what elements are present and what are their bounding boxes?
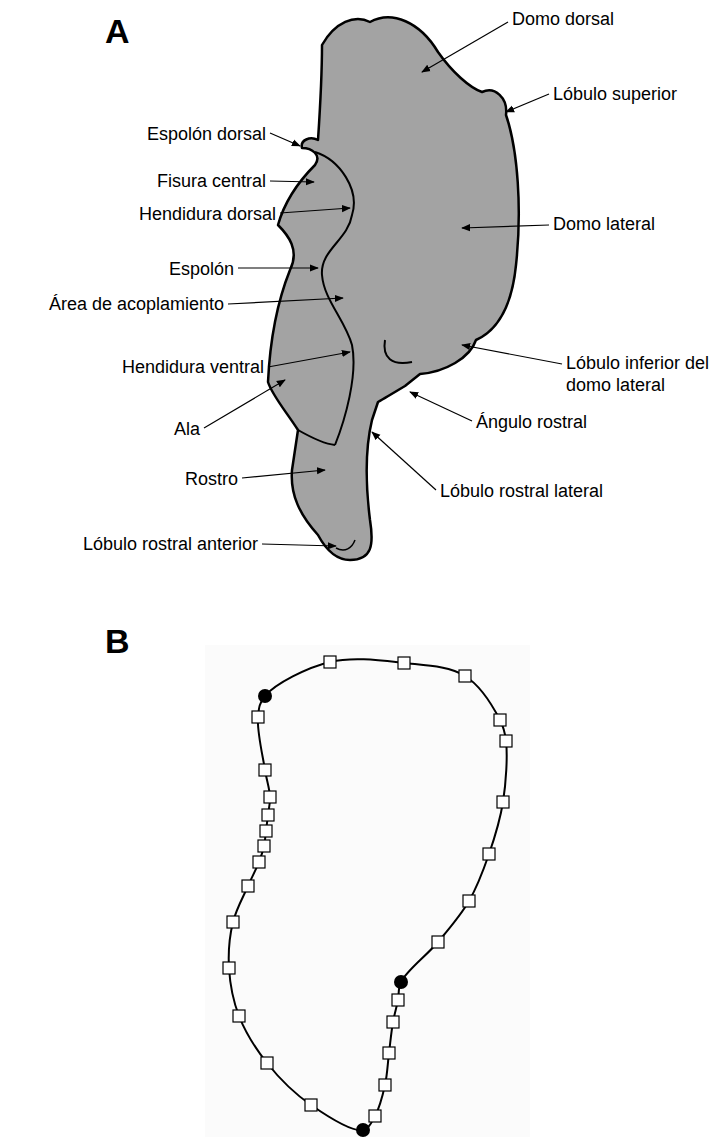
semilandmark-square (463, 895, 475, 907)
semilandmark-square (383, 1047, 395, 1059)
shape-outline (229, 659, 507, 1130)
part-label: Ala (174, 418, 200, 440)
beak-shape (268, 17, 519, 560)
part-label: Domo dorsal (512, 8, 614, 30)
leader-line (506, 94, 549, 112)
part-label: Lóbulo rostral lateral (440, 480, 603, 502)
semilandmark-square (262, 809, 274, 821)
semilandmark-square (392, 994, 404, 1006)
landmark-dot (394, 975, 408, 989)
semilandmark-square (497, 796, 509, 808)
leader-line (462, 225, 549, 228)
part-label: Ángulo rostral (476, 411, 587, 433)
semilandmark-square (432, 936, 444, 948)
leader-line (270, 181, 314, 182)
semilandmark-square (227, 916, 239, 928)
rostral-tip-curl (336, 540, 355, 550)
leader-line (242, 470, 325, 478)
leader-line (372, 432, 436, 490)
leader-line (462, 345, 562, 364)
semilandmark-square (258, 840, 270, 852)
leader-line (238, 267, 318, 268)
semilandmark-square (494, 714, 506, 726)
ala-edge (298, 430, 335, 445)
semilandmark-square (223, 962, 235, 974)
panel-letter: B (105, 622, 130, 660)
landmark-dot (258, 689, 272, 703)
semilandmark-square (253, 856, 265, 868)
part-label: Lóbulo rostral anterior (83, 533, 258, 555)
semilandmark-square (260, 825, 272, 837)
part-label: Espolón dorsal (147, 123, 266, 145)
landmark-outline (223, 656, 512, 1137)
leader-line (204, 380, 285, 428)
part-label: Domo lateral (553, 213, 655, 235)
landmark-dot (356, 1123, 370, 1137)
leader-line (422, 22, 508, 72)
semilandmark-square (398, 657, 410, 669)
semilandmark-square (233, 1010, 245, 1022)
semilandmark-square (387, 1016, 399, 1028)
semilandmark-square (252, 711, 264, 723)
leader-line (262, 544, 336, 546)
part-label: Rostro (185, 468, 238, 490)
semilandmark-square (500, 735, 512, 747)
semilandmark-square (259, 764, 271, 776)
part-label: Fisura central (157, 170, 266, 192)
part-label: Lóbulo inferior del domo lateral (566, 352, 710, 396)
leader-line (268, 352, 350, 367)
semilandmark-square (379, 1079, 391, 1091)
lobe-inner-line (384, 340, 412, 363)
part-label: Lóbulo superior (553, 83, 677, 105)
part-label: Espolón (169, 258, 234, 280)
semilandmark-square (264, 791, 276, 803)
semilandmark-square (324, 656, 336, 668)
leader-line (270, 133, 300, 146)
semilandmark-square (459, 670, 471, 682)
beak-outline (268, 17, 519, 560)
part-label: Área de acoplamiento (49, 293, 224, 315)
panel-b-ground (205, 645, 530, 1137)
semilandmark-square (305, 1099, 317, 1111)
leader-lines (204, 22, 562, 546)
panel-letter: A (105, 12, 130, 50)
leader-line (280, 208, 350, 213)
semilandmark-square (242, 880, 254, 892)
semilandmark-square (483, 848, 495, 860)
part-label: Hendidura ventral (122, 356, 264, 378)
part-label: Hendidura dorsal (139, 203, 276, 225)
semilandmark-square (261, 1057, 273, 1069)
leader-line (410, 392, 472, 421)
leader-line (228, 298, 343, 304)
semilandmark-square (369, 1110, 381, 1122)
